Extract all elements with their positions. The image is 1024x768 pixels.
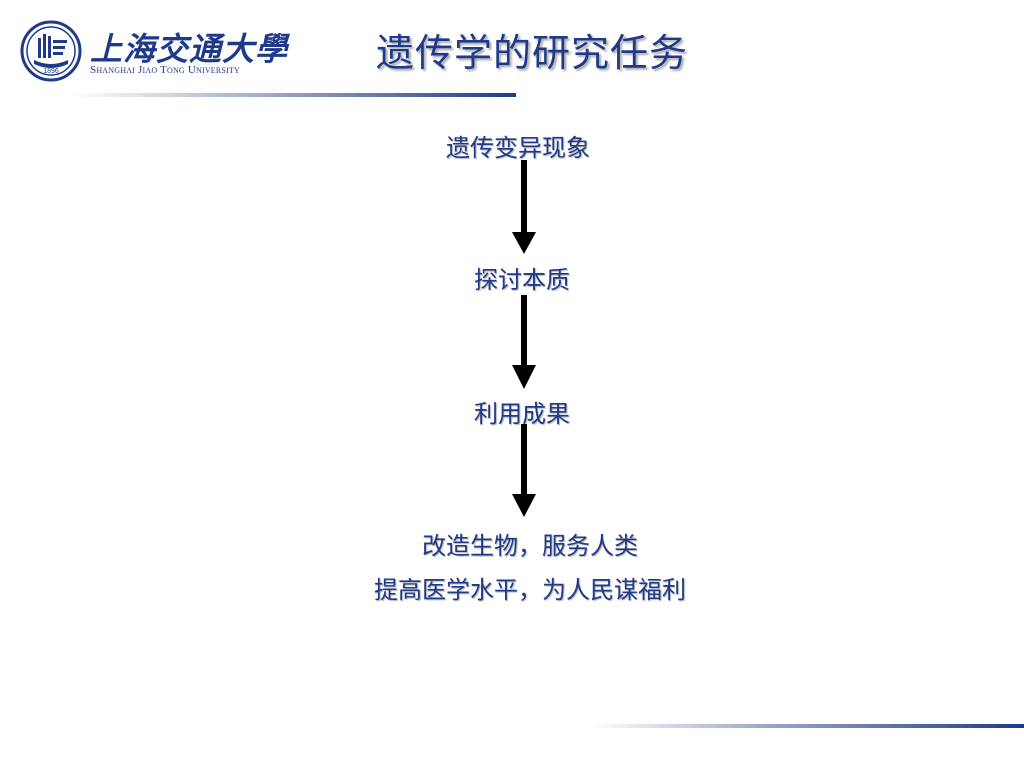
page-title: 遗传学的研究任务 [376,31,689,75]
logo-name-chinese: 上海交通大學 [90,30,289,68]
university-seal-icon: 1896 [20,20,82,82]
flow-step-observation: 遗传变异现象 [446,134,590,162]
seal-year: 1896 [43,68,59,75]
flow-step-explore: 探讨本质 [474,266,570,294]
flow-outcome-line-1: 改造生物，服务人类 [422,532,638,560]
university-logo: 1896 上海交通大學 Shanghai Jiao Tong Universit… [20,20,287,82]
flow-step-apply: 利用成果 [474,400,570,428]
logo-name-english: Shanghai Jiao Tong University [90,64,241,76]
header-divider [70,93,516,97]
footer-divider [590,724,1024,728]
arrow-2 [512,295,536,389]
arrow-1 [512,160,536,254]
flow-outcome-line-2: 提高医学水平，为人民谋福利 [374,576,686,604]
arrow-3 [512,424,536,517]
